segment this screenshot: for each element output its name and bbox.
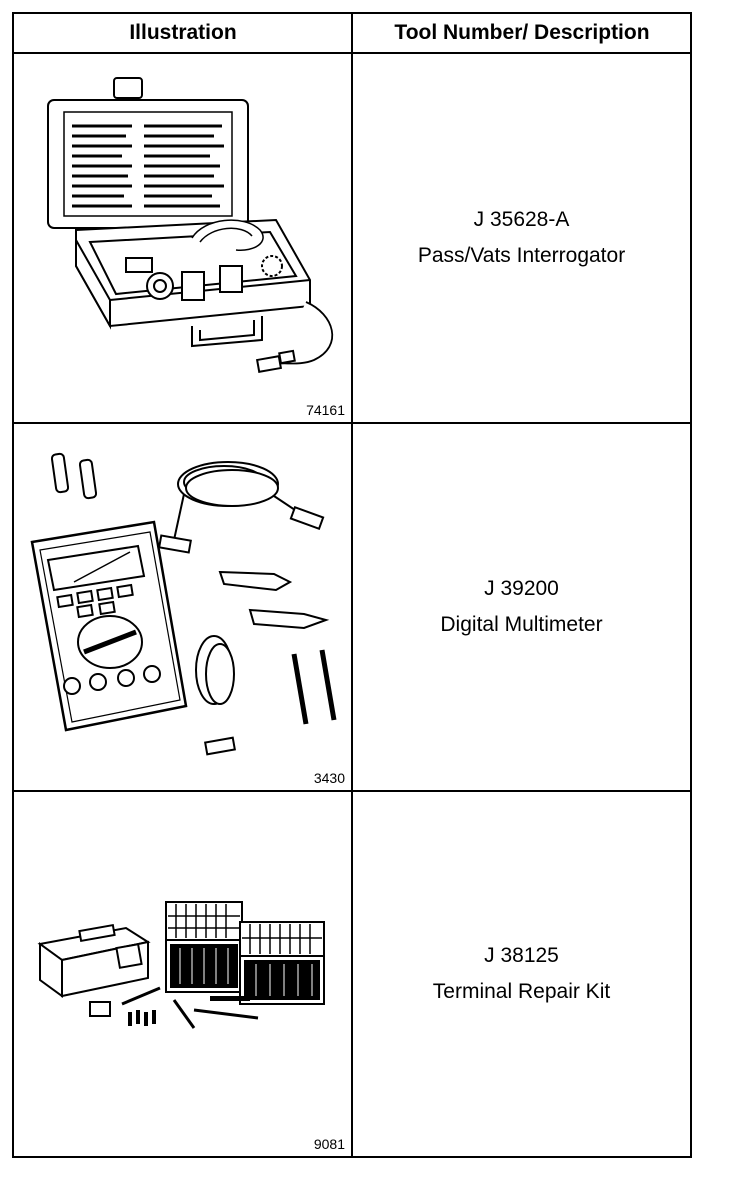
tool-description: Terminal Repair Kit [432, 980, 611, 1003]
figure-number: 74161 [306, 402, 345, 418]
column-divider [351, 14, 353, 1156]
figure-number: 9081 [313, 1136, 345, 1152]
header-tool-description: Tool Number/ Description [394, 21, 650, 44]
illustration-cell: 74161 [14, 54, 351, 422]
tool-description-cell: J 35628-A Pass/Vats Interrogator [353, 54, 690, 422]
table-row: 74161 J 35628-A Pass/Vats Interrogator [14, 54, 690, 424]
table-row: 9081 J 38125 Terminal Repair Kit [14, 792, 690, 1156]
terminal-repair-kit-illustration [37, 901, 325, 1029]
header-illustration: Illustration [129, 21, 237, 44]
tool-description: Pass/Vats Interrogator [417, 244, 626, 267]
tool-number: J 38125 [484, 944, 559, 967]
tool-description-cell: J 39200 Digital Multimeter [353, 424, 690, 790]
tool-number: J 39200 [484, 577, 559, 600]
tool-description-cell: J 38125 Terminal Repair Kit [353, 792, 690, 1156]
illustration-cell: 9081 [14, 792, 351, 1156]
figure-number: 3430 [313, 770, 345, 786]
tool-description: Digital Multimeter [440, 613, 603, 636]
tool-number: J 35628-A [473, 208, 570, 231]
tools-table: Illustration Tool Number/ Description [12, 12, 692, 1158]
interrogator-case-illustration [47, 77, 334, 373]
illustration-cell: 3430 [14, 424, 351, 790]
multimeter-illustration [30, 452, 337, 756]
table-row: 3430 J 39200 Digital Multimeter [14, 424, 690, 792]
